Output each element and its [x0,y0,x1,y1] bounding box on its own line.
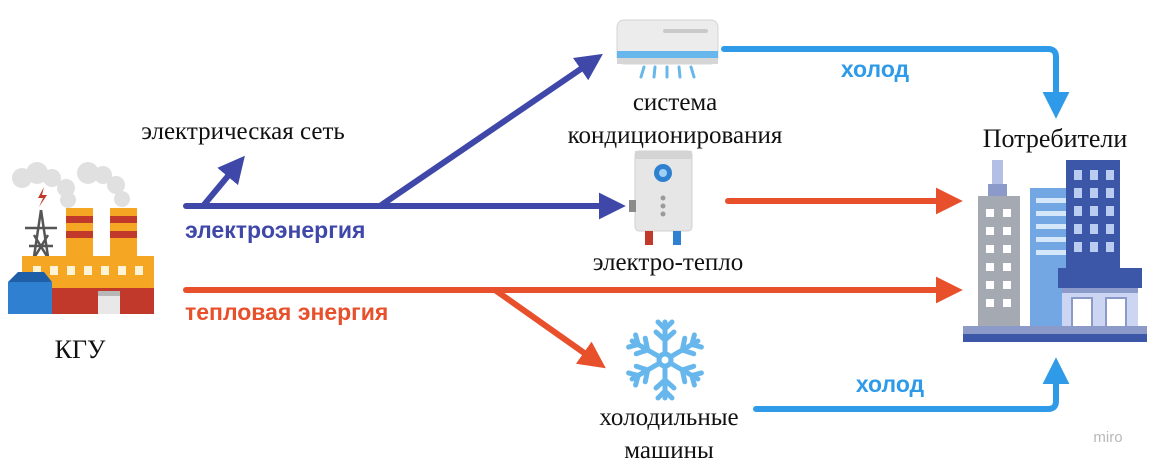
grid-arrow [200,155,245,209]
cold-arrows [721,46,1070,412]
ac-label-line2: кондиционирования [568,122,783,149]
electricity-label: электроэнергия [185,217,365,243]
miro-watermark: miro [1093,429,1122,446]
heat-arrows [183,187,963,369]
ac-arrow [377,53,603,209]
cold-top-arrow [721,46,1070,119]
chillers-label-line1: холодильные [599,404,738,431]
snowflake-icon [628,319,703,398]
heater-label: электро-тепло [593,249,744,276]
city-buildings-icon [963,160,1147,342]
cold-bottom-arrow [753,357,1070,412]
grid-label: электрическая сеть [141,118,345,145]
cold-label-bottom: холод [856,371,925,397]
chillers-label-line2: машины [624,437,714,464]
heat-label: тепловая энергия [185,299,388,325]
chillers-arrow [492,287,606,369]
cold-label-top: холод [841,56,910,82]
air-conditioner-icon [616,19,719,79]
source-label: КГУ [55,335,106,364]
factory-icon [8,162,154,314]
water-heater-icon [629,150,693,245]
electricity-arrows [183,53,626,220]
ac-label-line1: система [633,89,717,116]
consumers-label: Потребители [983,124,1128,153]
